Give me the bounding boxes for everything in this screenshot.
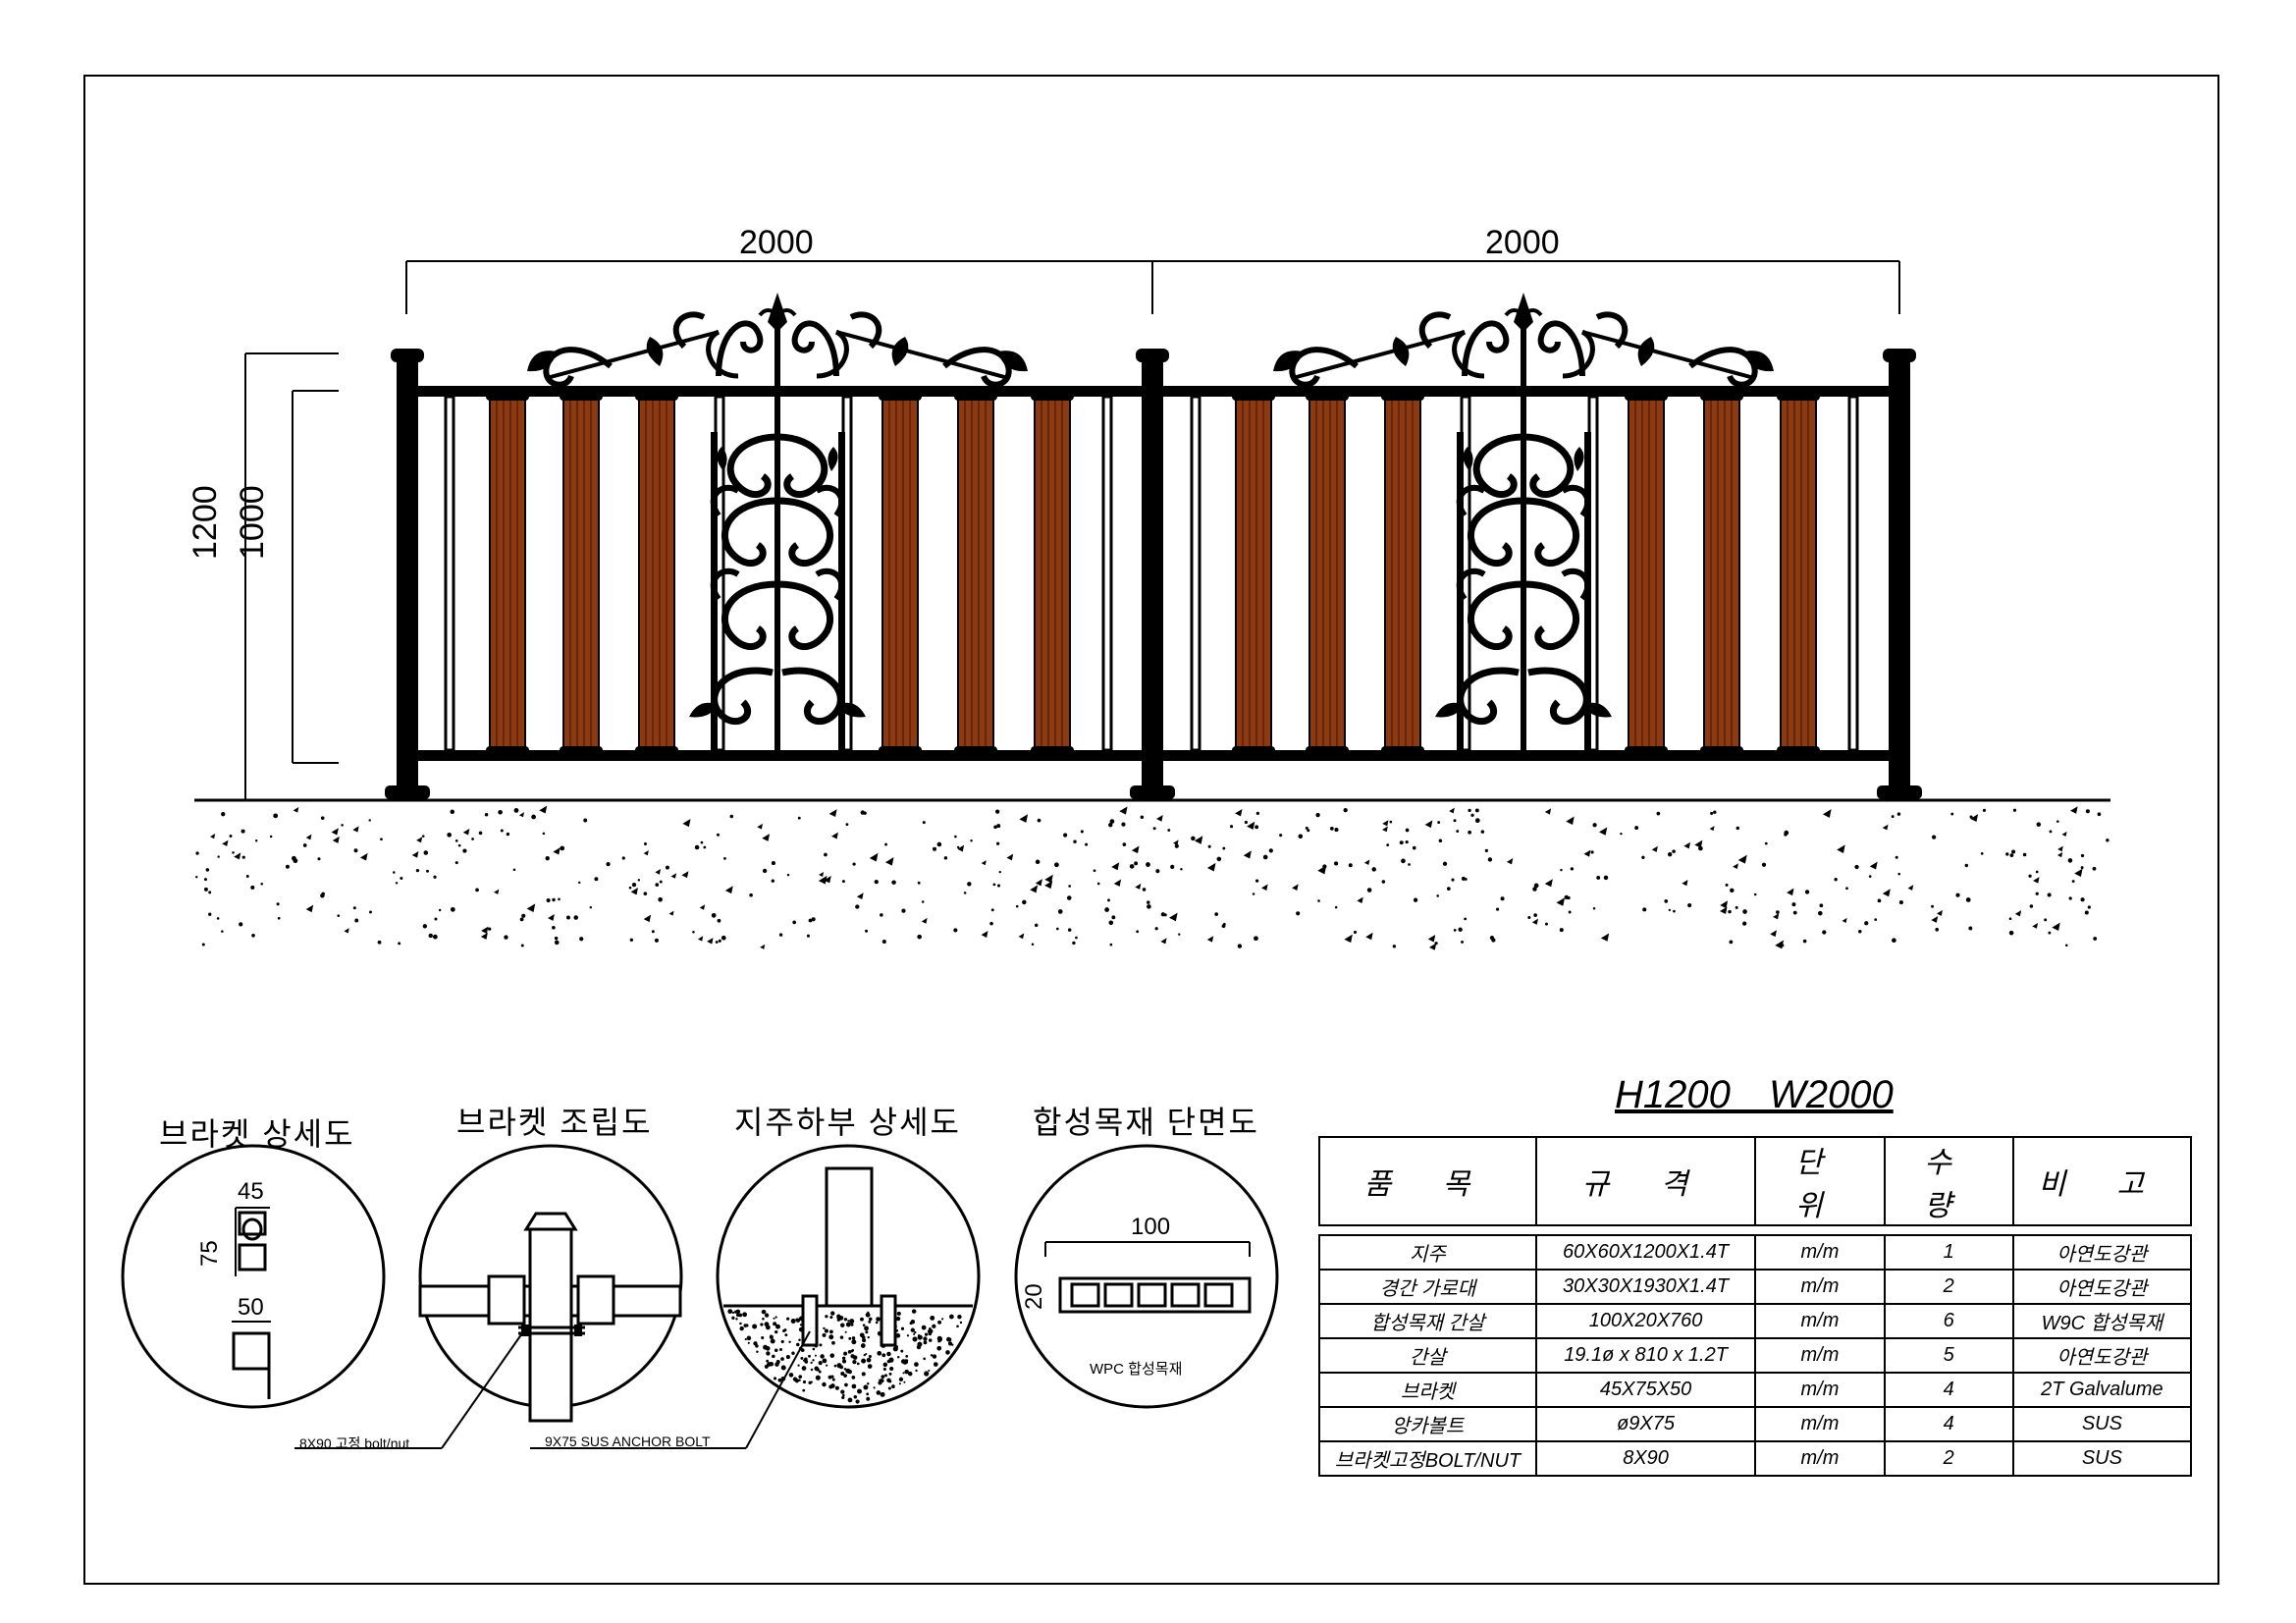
- anchor-bolt-callout: 9X75 SUS ANCHOR BOLT: [545, 1434, 711, 1449]
- cell-qty: 2: [1883, 1269, 2014, 1305]
- cell-unit: m/m: [1754, 1337, 1886, 1374]
- height-dimension: [244, 352, 339, 800]
- header-item: 품 목: [1318, 1136, 1537, 1226]
- post-base-detail-circle: [530, 1144, 981, 1449]
- wpc-board: [1777, 391, 1820, 756]
- cell-item: 합성목재 간살: [1318, 1303, 1537, 1339]
- cell-qty: 1: [1883, 1234, 2014, 1271]
- cell-item: 앙카볼트: [1318, 1406, 1537, 1442]
- steel-picket: [1101, 395, 1113, 752]
- wpc-board: [560, 391, 603, 756]
- wpc-section-title: 합성목재 단면도: [1033, 1105, 1259, 1140]
- width-dimension: [405, 260, 1900, 314]
- cell-item: 경간 가로대: [1318, 1269, 1537, 1305]
- bracket-assembly-title: 브라켓 조립도: [456, 1105, 653, 1140]
- cell-unit: m/m: [1754, 1234, 1886, 1271]
- cell-item: 브라켓: [1318, 1372, 1537, 1408]
- cell-qty: 5: [1883, 1337, 2014, 1374]
- wpc-board: [954, 391, 997, 756]
- wpc-section-circle: [1014, 1144, 1279, 1409]
- dim-left-width: 2000: [739, 224, 814, 261]
- cell-unit: m/m: [1754, 1406, 1886, 1442]
- dim-total-height: 1200: [187, 485, 224, 560]
- header-spec: 규 격: [1534, 1136, 1757, 1226]
- cell-note: SUS: [2011, 1440, 2193, 1477]
- wpc-board: [1381, 391, 1424, 756]
- cell-qty: 4: [1883, 1372, 2014, 1408]
- cell-spec: 100X20X760: [1534, 1303, 1757, 1339]
- wpc-board: [1306, 391, 1349, 756]
- cell-spec: ø9X75: [1534, 1406, 1757, 1442]
- cell-unit: m/m: [1754, 1372, 1886, 1408]
- wpc-board: [879, 391, 922, 756]
- steel-picket: [444, 395, 455, 752]
- bracket-dim-bottom: 50: [238, 1294, 264, 1321]
- wpc-board: [1700, 391, 1743, 756]
- cell-item: 지주: [1318, 1234, 1537, 1271]
- fence-posts: [385, 349, 1922, 799]
- bracket-assembly-circle: [294, 1144, 683, 1449]
- bracket-dim-side: 75: [196, 1240, 223, 1267]
- steel-picket: [1847, 395, 1859, 752]
- header-note: 비 고: [2011, 1136, 2193, 1226]
- steel-picket: [1190, 395, 1201, 752]
- cell-note: 아연도강관: [2011, 1269, 2193, 1305]
- spec-header-row: 품 목 규 격 단 위 수 량 비 고: [1318, 1136, 2193, 1226]
- cell-qty: 2: [1883, 1440, 2014, 1477]
- cell-note: 2T Galvalume: [2011, 1372, 2193, 1408]
- bracket-detail-circle: [121, 1144, 386, 1409]
- fence-panel-right: [1162, 293, 1889, 761]
- wpc-board: [1625, 391, 1668, 756]
- cell-spec: 30X30X1930X1.4T: [1534, 1269, 1757, 1305]
- cell-spec: 8X90: [1534, 1440, 1757, 1477]
- wpc-board: [1232, 391, 1275, 756]
- wpc-board: [486, 391, 529, 756]
- fence-panel-left: [416, 293, 1143, 761]
- drawing-border: [83, 75, 2219, 1585]
- bracket-detail-title: 브라켓 상세도: [159, 1116, 355, 1152]
- dim-right-width: 2000: [1485, 224, 1560, 261]
- cell-unit: m/m: [1754, 1303, 1886, 1339]
- cell-note: SUS: [2011, 1406, 2193, 1442]
- cell-unit: m/m: [1754, 1269, 1886, 1305]
- cell-note: W9C 합성목재: [2011, 1303, 2193, 1339]
- cell-spec: 60X60X1200X1.4T: [1534, 1234, 1757, 1271]
- cell-spec: 19.1ø x 810 x 1.2T: [1534, 1337, 1757, 1374]
- wpc-dim-height: 20: [1021, 1283, 1047, 1310]
- cell-unit: m/m: [1754, 1440, 1886, 1477]
- cell-item: 브라켓고정BOLT/NUT: [1318, 1440, 1537, 1477]
- cell-qty: 4: [1883, 1406, 2014, 1442]
- wpc-dim-width: 100: [1131, 1214, 1171, 1240]
- wpc-board: [1031, 391, 1074, 756]
- bolt-nut-callout: 8X90 고정 bolt/nut: [299, 1435, 410, 1451]
- wpc-caption: WPC 합성목재: [1090, 1361, 1183, 1378]
- ground-section: [194, 798, 2110, 950]
- header-qty: 수 량: [1883, 1136, 2014, 1226]
- cell-note: 아연도강관: [2011, 1234, 2193, 1271]
- cell-note: 아연도강관: [2011, 1337, 2193, 1374]
- dim-fill-height: 1000: [234, 485, 271, 560]
- bracket-dim-top: 45: [238, 1178, 264, 1205]
- cell-qty: 6: [1883, 1303, 2014, 1339]
- spec-title: H1200 W2000: [1615, 1073, 1894, 1116]
- header-unit: 단 위: [1754, 1136, 1886, 1226]
- post-base-title: 지주하부 상세도: [734, 1105, 961, 1140]
- wpc-board: [635, 391, 678, 756]
- cell-item: 간살: [1318, 1337, 1537, 1374]
- cell-spec: 45X75X50: [1534, 1372, 1757, 1408]
